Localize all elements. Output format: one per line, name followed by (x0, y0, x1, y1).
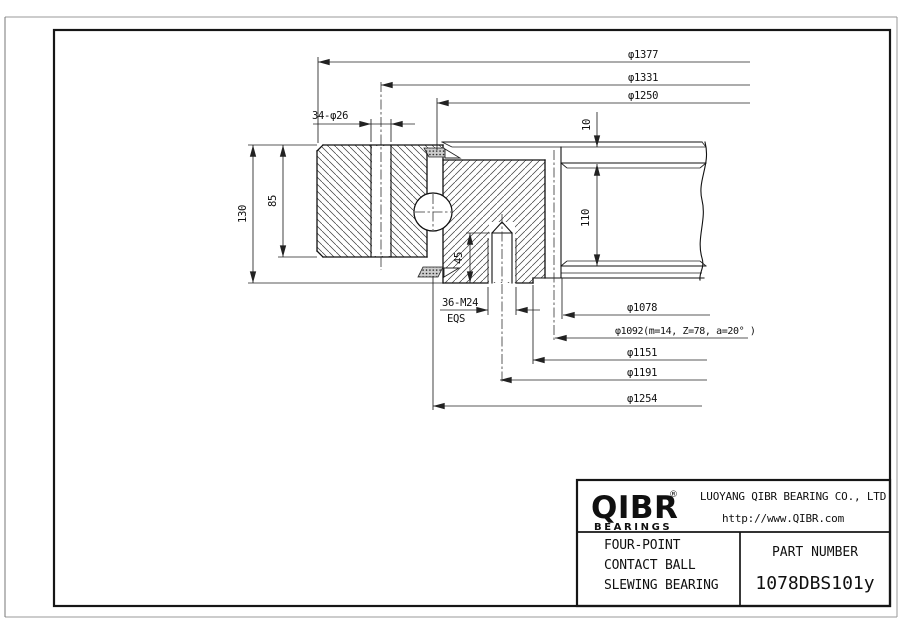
brand-logo: QIBR ® BEARINGS (591, 490, 678, 533)
dim-label-10: 10 (581, 119, 593, 131)
product-line-2: CONTACT BALL (604, 558, 696, 573)
dim-label-1250: φ1250 (628, 90, 658, 102)
dim-label-1151: φ1151 (627, 347, 657, 359)
dim-110: 110 (580, 164, 601, 266)
break-line (699, 141, 708, 281)
dim-1254: φ1254 (432, 276, 702, 410)
dim-label-1331: φ1331 (628, 72, 658, 84)
dim-label-1377: φ1377 (628, 49, 658, 61)
title-block: QIBR ® BEARINGS LUOYANG QIBR BEARING CO.… (575, 478, 892, 608)
dim-45: 45 (453, 232, 490, 283)
dim-label-130: 130 (237, 205, 249, 223)
dim-label-85: 85 (267, 195, 279, 207)
brand-logo-subtext: BEARINGS (594, 522, 672, 533)
registered-mark: ® (669, 490, 678, 500)
tapped-hole-m24 (487, 214, 517, 384)
product-line-1: FOUR-POINT (604, 538, 681, 553)
dim-10: 10 (581, 112, 601, 147)
company-website: http://www.QIBR.com (722, 512, 845, 525)
part-number-label: PART NUMBER (772, 545, 858, 560)
dim-1151: φ1151 (532, 285, 707, 364)
dim-label-eqs: EQS (447, 313, 465, 325)
dim-bolt-holes-34x26: 34-φ26 (312, 110, 415, 142)
dim-label-34x26: 34-φ26 (312, 110, 348, 122)
part-number-value: 1078DBS101y (755, 573, 874, 594)
product-line-3: SLEWING BEARING (604, 578, 719, 593)
dim-label-45: 45 (453, 252, 465, 264)
dim-1377: φ1377 (317, 49, 750, 143)
drawing-frame (52, 28, 892, 608)
seal-top (423, 147, 462, 159)
part-number-cell: PART NUMBER 1078DBS101y (755, 545, 874, 594)
dim-label-1191: φ1191 (627, 367, 657, 379)
dim-1191: φ1191 (500, 367, 707, 384)
dim-tapped-holes-36m24: 36-M24 EQS (440, 287, 540, 325)
product-description: FOUR-POINT CONTACT BALL SLEWING BEARING (604, 538, 719, 593)
dimensions: φ1377 φ1331 φ1250 34-φ26 10 (237, 49, 756, 410)
seal-bottom (417, 266, 461, 278)
bolt-hole-26 (370, 82, 392, 270)
dim-85: 85 (267, 145, 317, 258)
outer-ring-section (316, 82, 444, 270)
dim-label-1078: φ1078 (627, 302, 657, 314)
bearing-ball (413, 192, 453, 232)
dim-label-110: 110 (580, 209, 592, 227)
page-border (4, 16, 898, 618)
inner-ring-section (442, 157, 546, 384)
brand-logo-text: QIBR (591, 490, 678, 526)
dim-label-1092: φ1092(m=14, Z=78, a=20° ) (615, 326, 756, 337)
dim-1078: φ1078 (561, 278, 710, 319)
dim-1092: φ1092(m=14, Z=78, a=20° ) (555, 326, 756, 342)
gear-rim-side-view (441, 141, 708, 342)
bearing-section-view (316, 82, 708, 384)
dim-1250: φ1250 (436, 90, 750, 150)
dim-label-36m24: 36-M24 (442, 297, 478, 309)
company-name: LUOYANG QIBR BEARING CO., LTD (700, 490, 886, 503)
dim-label-1254: φ1254 (627, 393, 657, 405)
dim-1331: φ1331 (381, 72, 750, 89)
